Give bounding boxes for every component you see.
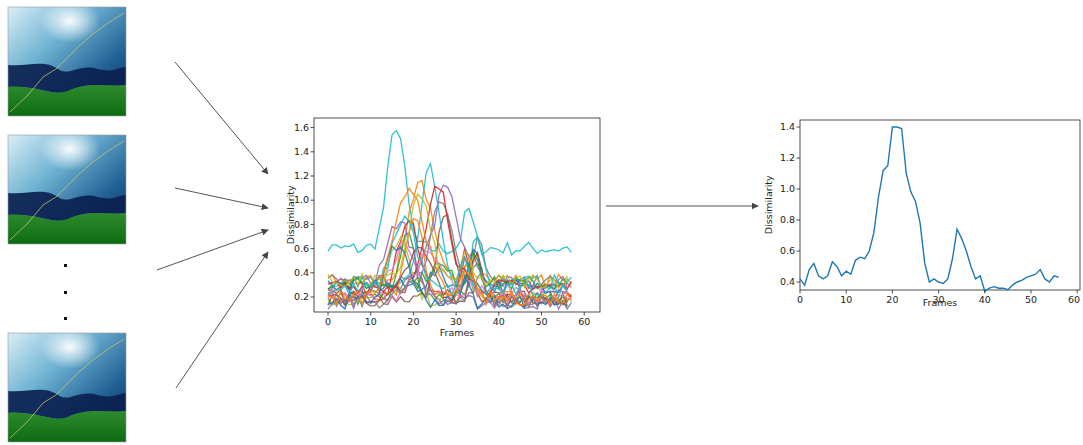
y-tick-label: 0.4 bbox=[780, 277, 795, 287]
x-tick-label: 40 bbox=[493, 317, 505, 327]
y-tick-label: 0.6 bbox=[780, 246, 795, 256]
ellipsis-dots bbox=[64, 264, 67, 320]
y-tick-label: 0.8 bbox=[294, 220, 309, 230]
x-tick-label: 60 bbox=[1068, 295, 1080, 305]
x-axis-label: Frames bbox=[923, 298, 958, 308]
x-tick-label: 60 bbox=[578, 317, 590, 327]
x-tick-label: 20 bbox=[407, 317, 419, 327]
x-tick-label: 50 bbox=[535, 317, 547, 327]
dissimilarity-traces bbox=[328, 131, 571, 310]
y-tick-label: 1.0 bbox=[780, 184, 795, 194]
plot-frame bbox=[314, 118, 600, 312]
y-tick-label: 1.6 bbox=[294, 123, 309, 133]
y-axis-label: Dissimilarity bbox=[763, 176, 773, 235]
mean-trace bbox=[800, 127, 1059, 291]
x-tick-label: 0 bbox=[797, 295, 803, 305]
heatmap-image bbox=[8, 0, 126, 116]
y-tick-label: 0.2 bbox=[294, 292, 309, 302]
x-tick-label: 50 bbox=[1025, 295, 1037, 305]
axis-ticks bbox=[311, 127, 1078, 316]
y-tick-label: 0.4 bbox=[294, 268, 309, 278]
x-axis-label: Frames bbox=[440, 328, 475, 338]
y-tick-label: 0.6 bbox=[294, 244, 309, 254]
y-tick-label: 1.0 bbox=[294, 195, 309, 205]
x-tick-label: 30 bbox=[450, 317, 462, 327]
y-tick-label: 1.2 bbox=[780, 153, 795, 163]
x-tick-label: 20 bbox=[886, 295, 898, 305]
y-tick-label: 0.8 bbox=[780, 215, 795, 225]
heatmap-image bbox=[8, 325, 126, 442]
flow-arrows bbox=[157, 62, 758, 388]
x-tick-label: 10 bbox=[365, 317, 377, 327]
x-tick-label: 40 bbox=[979, 295, 991, 305]
x-tick-label: 10 bbox=[840, 295, 852, 305]
x-tick-label: 0 bbox=[325, 317, 331, 327]
plot-frame bbox=[800, 120, 1080, 290]
y-tick-label: 1.4 bbox=[294, 147, 309, 157]
y-tick-label: 1.4 bbox=[780, 122, 795, 132]
y-tick-label: 1.2 bbox=[294, 171, 309, 181]
heatmap-image bbox=[8, 127, 126, 244]
y-axis-label: Dissimilarity bbox=[285, 186, 295, 245]
